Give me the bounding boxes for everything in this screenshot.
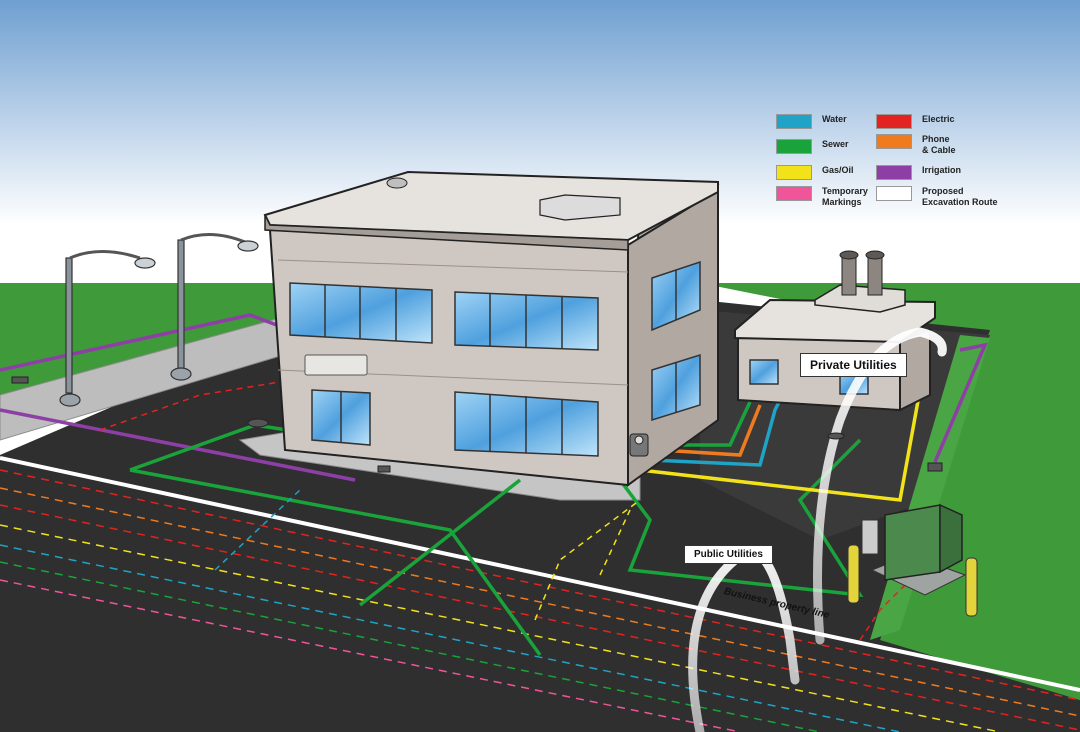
legend-label: Temporary Markings [822, 186, 868, 207]
building-sign [304, 354, 368, 376]
legend-swatch [776, 139, 812, 154]
grass-right [700, 283, 1080, 700]
manholes [11, 376, 943, 473]
legend-swatch [876, 186, 912, 201]
legend-swatch [776, 165, 812, 180]
legend-item-gas-oil: Gas/Oil [776, 165, 854, 180]
legend-swatch [876, 165, 912, 180]
bollards [847, 544, 978, 617]
window-mullions [324, 270, 677, 454]
street-lamps [59, 232, 259, 407]
gas-meter [629, 433, 649, 457]
legend-item-phone-cable: Phone & Cable [876, 134, 956, 156]
transformer [861, 503, 967, 596]
legend-item-water: Water [776, 114, 847, 129]
lateral-dashed [99, 381, 931, 641]
legend-item-electric: Electric [876, 114, 955, 129]
legend-item-sewer: Sewer [776, 139, 849, 154]
legend-label: Proposed Excavation Route [922, 186, 998, 207]
legend-swatch [876, 134, 912, 149]
legend-label: Electric [922, 114, 955, 124]
legend-label: Sewer [822, 139, 849, 149]
private-utilities-callout: Private Utilities [800, 353, 907, 377]
legend: Water Sewer Gas/Oil Temporary Markings E… [776, 110, 1016, 210]
legend-swatch [776, 114, 812, 129]
legend-item-proposed-excavation-route: Proposed Excavation Route [876, 186, 998, 208]
legend-label: Irrigation [922, 165, 962, 175]
property-line [0, 456, 1080, 692]
legend-label: Phone & Cable [922, 134, 956, 155]
legend-item-irrigation: Irrigation [876, 165, 961, 180]
public-utilities-callout: Public Utilities [684, 545, 773, 564]
legend-item-temporary-markings: Temporary Markings [776, 186, 868, 208]
street-utility-lines [0, 469, 1080, 732]
main-building [263, 170, 720, 487]
legend-swatch [876, 114, 912, 129]
legend-label: Water [822, 114, 847, 124]
legend-swatch [776, 186, 812, 201]
legend-label: Gas/Oil [822, 165, 854, 175]
